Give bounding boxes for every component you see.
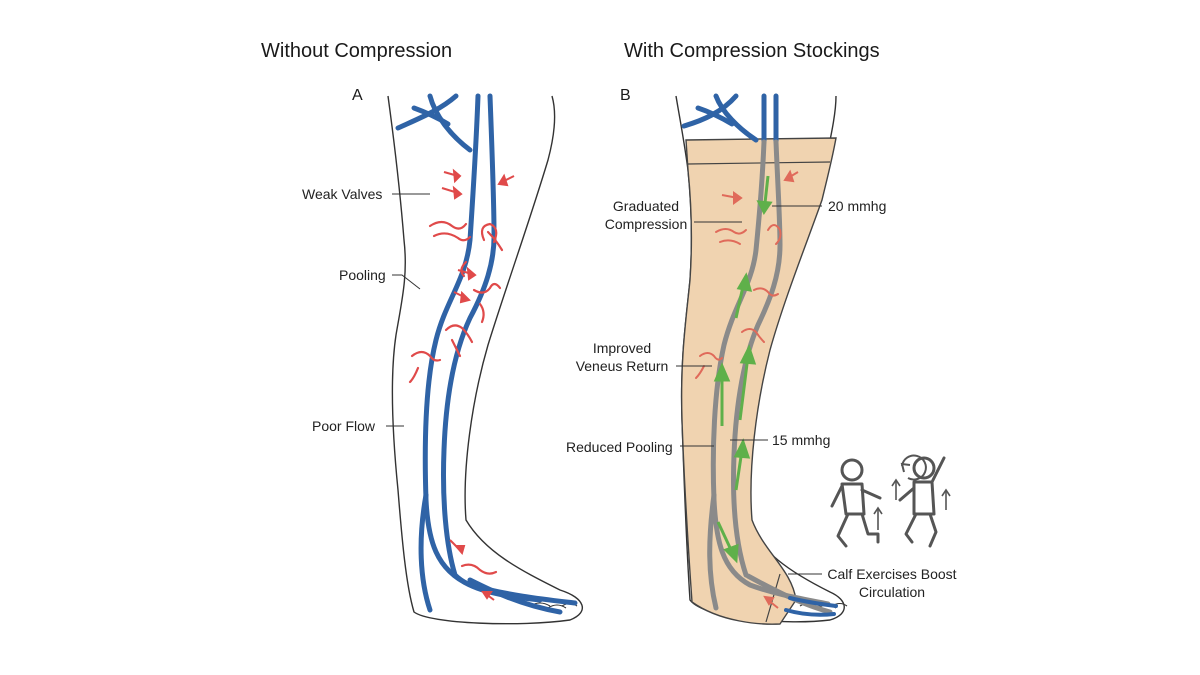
label-pressure-low: 15 mmhg [772, 432, 831, 448]
label-calf-line1: Calf Exercises Boost [827, 566, 957, 582]
label-calf-exercises: Calf Exercises Boost Circulation [822, 565, 962, 601]
right-leg [675, 93, 951, 625]
right-veins-foot [784, 596, 838, 617]
label-poor-flow: Poor Flow [312, 418, 376, 434]
label-improved-line2: Veneus Return [575, 358, 669, 374]
label-graduated-compression: Graduated Compression [598, 197, 694, 233]
flow-arrows [713, 175, 773, 564]
left-red-arrows [441, 168, 515, 601]
right-panel-title: With Compression Stockings [624, 40, 880, 62]
left-pooling-marks [408, 220, 504, 575]
right-leaders [676, 205, 822, 575]
label-graduated-line1: Graduated [612, 198, 680, 214]
left-leg-outline [387, 95, 583, 625]
label-improved-line1: Improved [592, 340, 652, 356]
left-veins [395, 93, 578, 615]
right-red-arrows [721, 169, 799, 609]
label-calf-line2: Circulation [858, 584, 926, 600]
stocking-band-line [687, 161, 831, 165]
right-pooling-marks [695, 224, 782, 379]
right-veins-upper [681, 93, 779, 145]
label-pressure-top: 20 mmhg [828, 198, 887, 214]
label-graduated-line2: Compression [604, 216, 688, 232]
compression-stocking [680, 137, 837, 625]
rotation-icon [900, 454, 927, 481]
left-leaders [386, 193, 430, 427]
panel-letter-b: B [620, 87, 631, 104]
panel-letter-a: A [352, 87, 363, 104]
exercise-figure-icon [830, 456, 946, 548]
label-reduced-pooling: Reduced Pooling [566, 439, 673, 455]
up-arrow-icon [873, 478, 951, 530]
label-improved-return: Improved Veneus Return [572, 339, 672, 375]
right-veins-compressed [707, 139, 833, 615]
left-leg [386, 93, 583, 625]
label-pooling: Pooling [339, 267, 386, 283]
left-panel-title: Without Compression [261, 40, 453, 62]
label-weak-valves: Weak Valves [302, 186, 383, 202]
